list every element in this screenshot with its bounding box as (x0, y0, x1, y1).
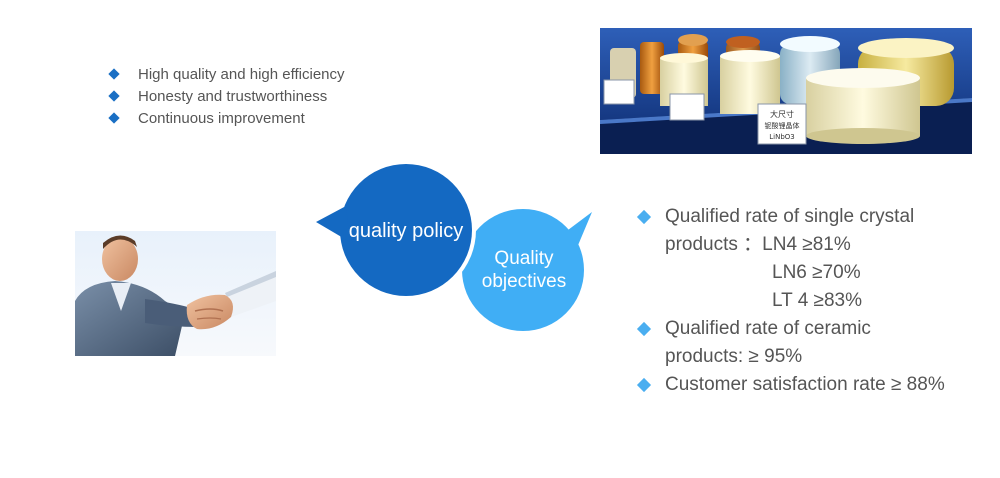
list-item: Continuous improvement (108, 108, 378, 130)
svg-text:铌酸锂晶体: 铌酸锂晶体 (765, 121, 800, 130)
diamond-bullet-icon (108, 90, 120, 102)
quality-policy-bubble (316, 160, 476, 300)
quality-objectives-label: Quality objectives (481, 248, 567, 292)
diamond-bullet-icon (636, 321, 652, 337)
list-item: Honesty and trustworthiness (108, 86, 378, 108)
quality-policy-list: High quality and high efficiency Honesty… (108, 64, 378, 130)
crystals-icon: 大尺寸 铌酸锂晶体 LiNbO3 (600, 28, 972, 154)
quality-bubbles (316, 160, 592, 335)
diamond-bullet-icon (636, 377, 652, 393)
svg-text:LiNbO3: LiNbO3 (769, 133, 795, 141)
diamond-bullet-icon (108, 68, 120, 80)
svg-text:大尺寸: 大尺寸 (770, 109, 794, 119)
crystal-products-image: 大尺寸 铌酸锂晶体 LiNbO3 (600, 28, 972, 154)
quality-policy-label: quality policy (348, 220, 464, 242)
list-item: Customer satisfaction rate ≥ 88% (636, 371, 996, 399)
handshake-image (75, 231, 276, 356)
quality-objectives-bubble (458, 205, 592, 335)
handshake-icon (75, 231, 276, 356)
list-item: Qualified rate of single crystal product… (636, 203, 996, 315)
quality-objectives-list: Qualified rate of single crystal product… (636, 203, 996, 399)
diamond-bullet-icon (636, 209, 652, 225)
diamond-bullet-icon (108, 112, 120, 124)
list-item: High quality and high efficiency (108, 64, 378, 86)
crystal-label-card: 大尺寸 铌酸锂晶体 LiNbO3 (757, 103, 807, 145)
list-item: Qualified rate of ceramic products: ≥ 95… (636, 315, 996, 371)
